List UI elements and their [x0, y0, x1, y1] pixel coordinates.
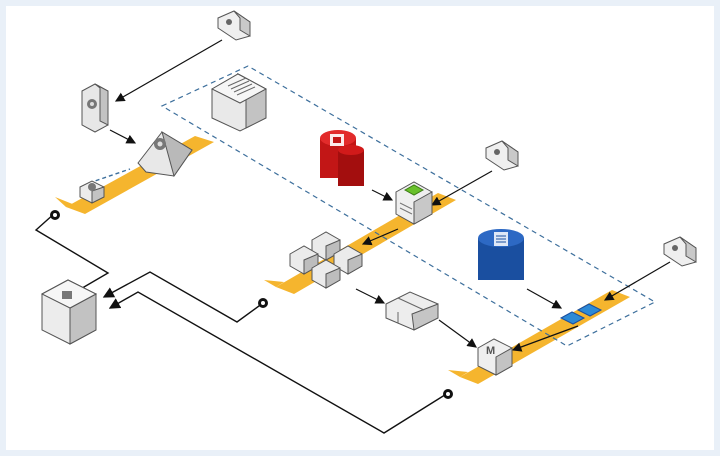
server-icon: [81, 83, 109, 133]
connector-bottom-loop: [108, 291, 449, 434]
queue-green-icon: [395, 181, 433, 225]
package-box-icon: [385, 291, 439, 331]
red-database-icon: [320, 130, 364, 186]
warehouse-icon: [210, 72, 268, 132]
dashed-boundary: [160, 65, 657, 347]
svg-text:M: M: [486, 345, 495, 357]
band-top-left: [55, 136, 214, 214]
arrows: [109, 39, 671, 352]
blue-tiles-icon: [559, 303, 603, 325]
client-icon-right: [663, 236, 697, 267]
storage-gateway-icon: [137, 130, 193, 178]
archive-cube-icon: [40, 279, 98, 345]
client-icon-top: [217, 10, 251, 41]
diagram-canvas: [6, 6, 714, 450]
band-bottom-right: [448, 290, 630, 384]
blue-database-icon: [478, 229, 524, 280]
connector-left-loop: [34, 212, 110, 295]
cluster-cubes-icon: [289, 231, 363, 289]
connector-middle-loop: [102, 271, 264, 323]
connector-dots: [50, 210, 453, 399]
dashed-link: [88, 168, 131, 184]
small-cube-icon: [79, 180, 105, 204]
m-cube-icon: M: [477, 338, 513, 376]
client-icon-middle: [485, 140, 519, 171]
connector-lines: [34, 212, 449, 434]
